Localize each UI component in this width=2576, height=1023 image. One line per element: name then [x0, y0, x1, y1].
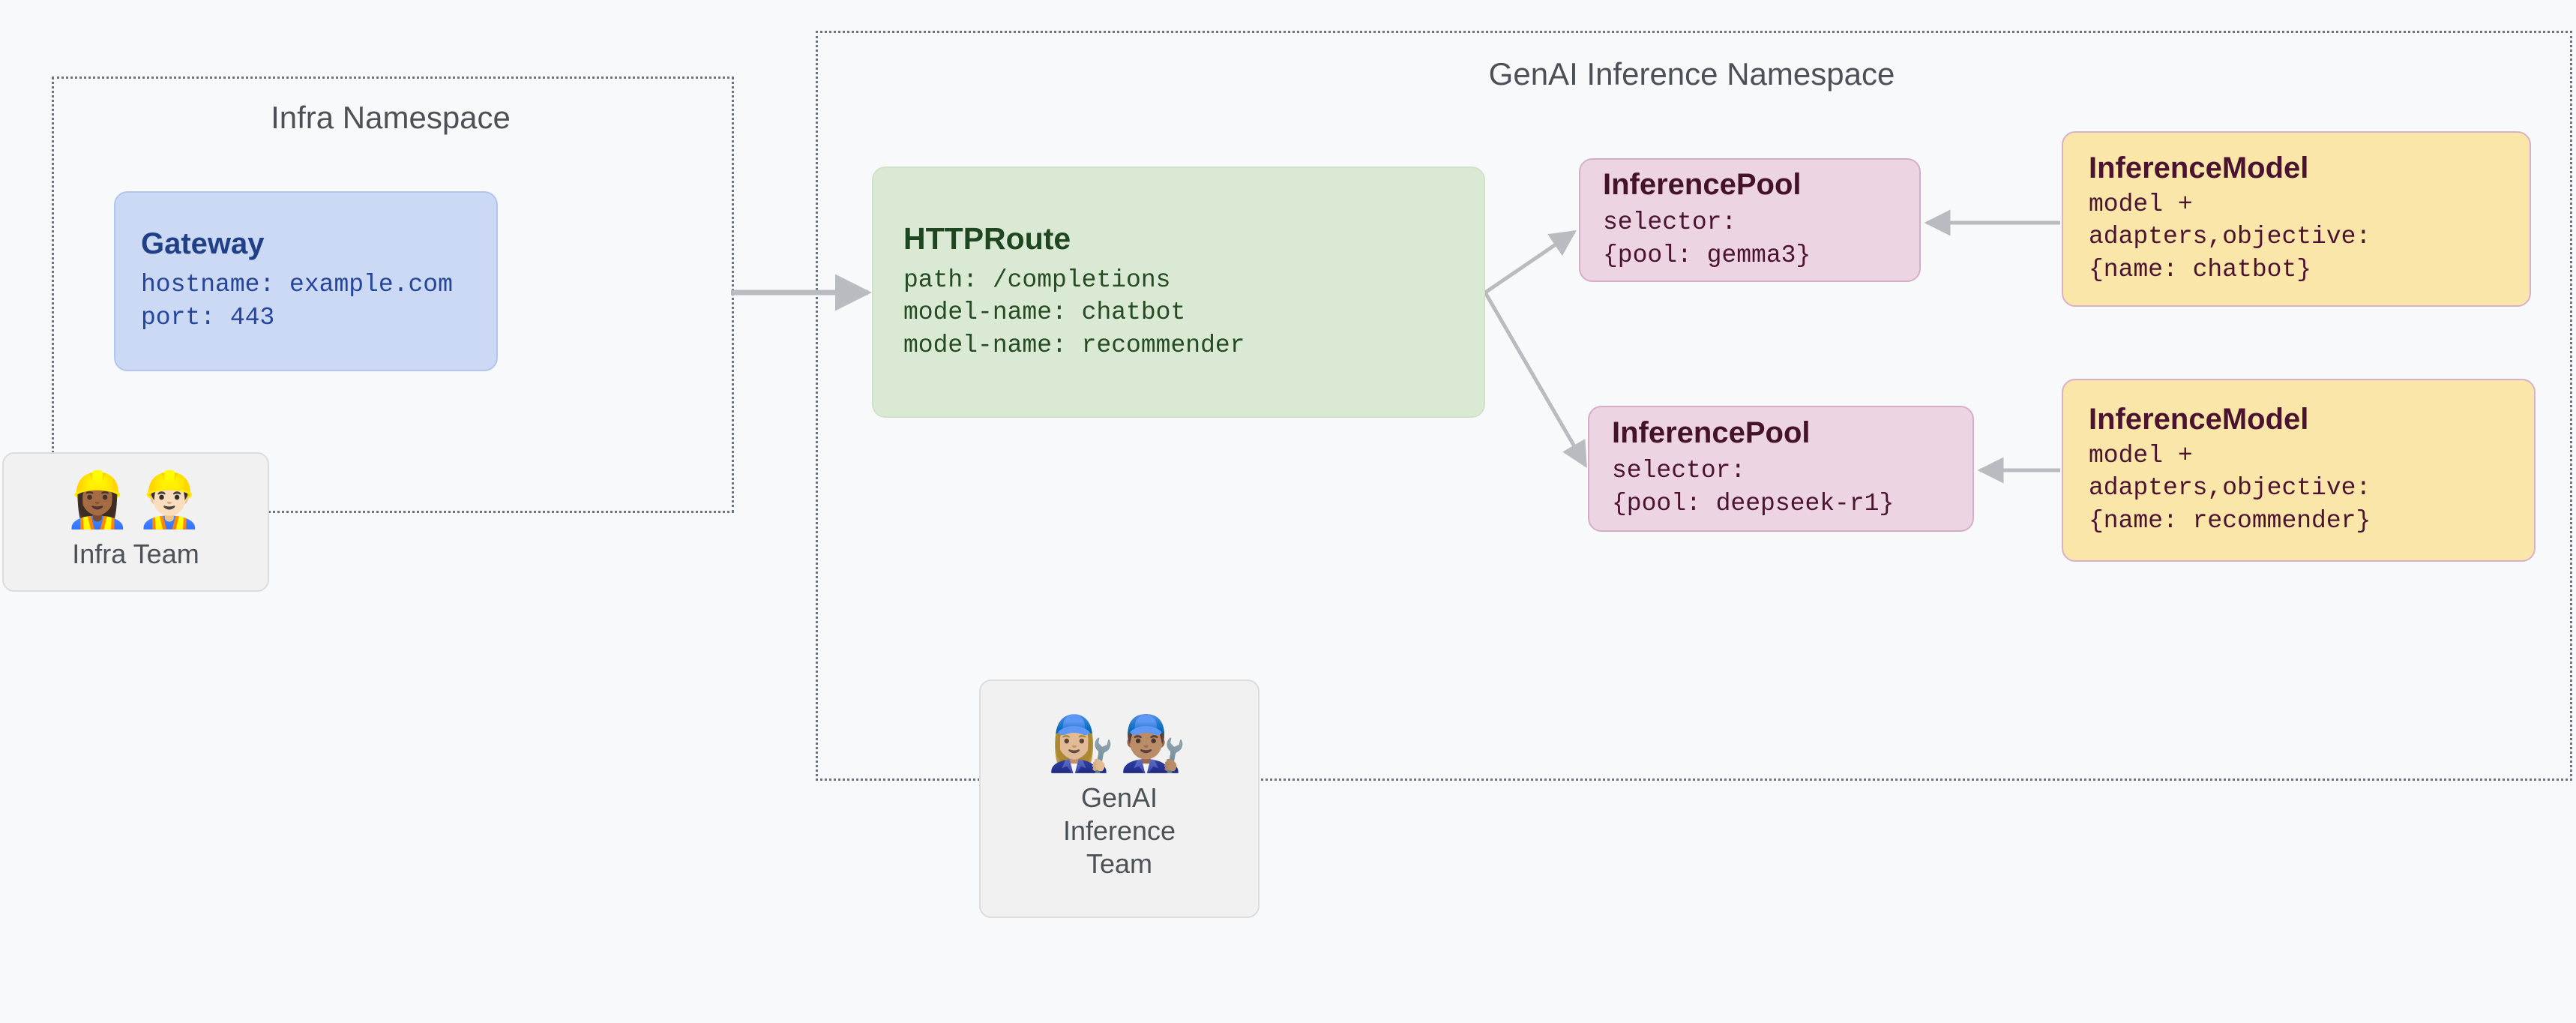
infra-team-label: Infra Team	[72, 538, 199, 570]
node-httproute-body: path: /completions model-name: chatbot m…	[903, 266, 1245, 359]
node-inferencemodel-recommender-body: model + adapters,objective: {name: recom…	[2089, 441, 2371, 535]
infra-namespace-title: Infra Namespace	[271, 100, 511, 135]
node-inferencemodel-chatbot-title: InferenceModel	[2089, 151, 2309, 184]
node-gateway[interactable]: Gateway hostname: example.com port: 443	[114, 191, 498, 371]
node-inferencepool-gemma3[interactable]: InferencePool selector: {pool: gemma3}	[1579, 158, 1921, 282]
mechanics-icon: 👩🏼‍🔧👨🏽‍🔧	[1047, 714, 1191, 775]
node-inferencemodel-recommender[interactable]: InferenceModel model + adapters,objectiv…	[2062, 379, 2536, 562]
node-gateway-body: hostname: example.com port: 443	[141, 271, 453, 332]
node-httproute-title: HTTPRoute	[903, 220, 1071, 256]
genai-inference-team-card[interactable]: 👩🏼‍🔧👨🏽‍🔧 GenAI Inference Team	[979, 680, 1260, 918]
node-gateway-title: Gateway	[141, 227, 265, 261]
node-inferencepool-deepseek-r1[interactable]: InferencePool selector: {pool: deepseek-…	[1588, 406, 1974, 532]
node-inferencepool-deepseek-r1-body: selector: {pool: deepseek-r1}	[1612, 457, 1895, 518]
node-inferencepool-gemma3-body: selector: {pool: gemma3}	[1603, 208, 1811, 269]
node-httproute[interactable]: HTTPRoute path: /completions model-name:…	[872, 166, 1485, 418]
construction-workers-icon: 👷🏾‍♀️👷🏻‍♂️	[64, 470, 208, 531]
node-inferencemodel-chatbot-body: model + adapters,objective: {name: chatb…	[2089, 190, 2371, 284]
node-inferencemodel-chatbot[interactable]: InferenceModel model + adapters,objectiv…	[2062, 131, 2531, 307]
genai-inference-team-label: GenAI Inference Team	[1062, 782, 1176, 879]
infra-team-card[interactable]: 👷🏾‍♀️👷🏻‍♂️ Infra Team	[2, 452, 269, 592]
node-inferencepool-gemma3-title: InferencePool	[1603, 167, 1802, 201]
genai-namespace-boundary	[816, 31, 2572, 781]
node-inferencemodel-recommender-title: InferenceModel	[2089, 402, 2309, 436]
node-inferencepool-deepseek-r1-title: InferencePool	[1612, 416, 1811, 450]
genai-namespace-title: GenAI Inference Namespace	[1488, 56, 1895, 92]
